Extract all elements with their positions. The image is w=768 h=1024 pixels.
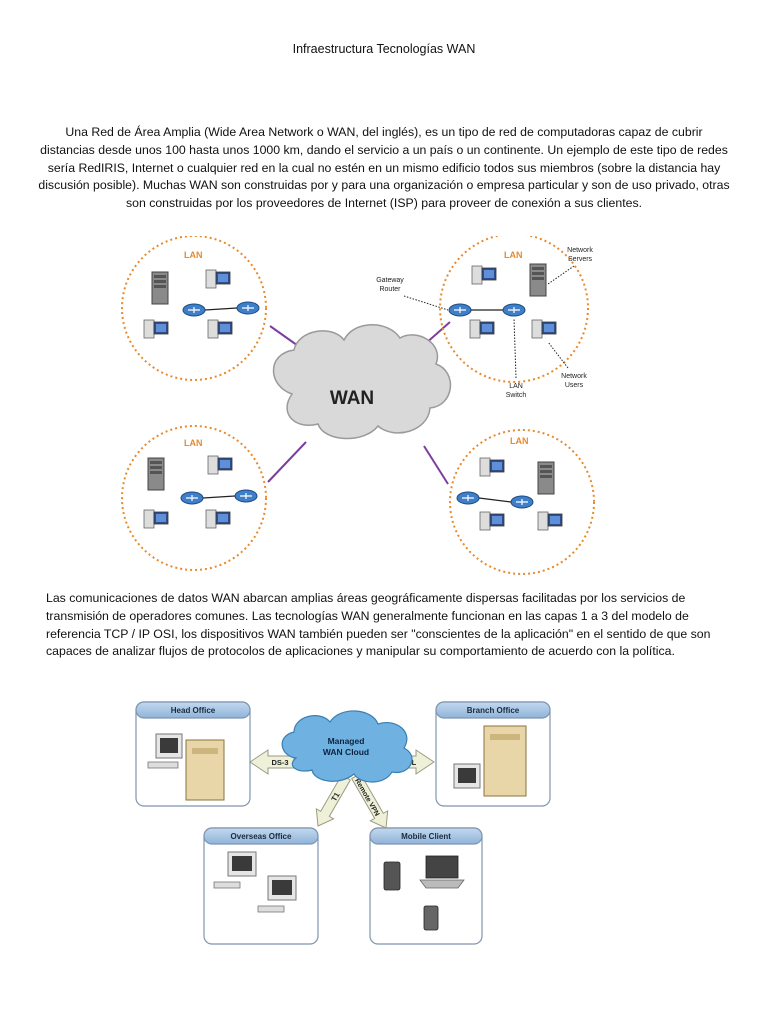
managed-wan-diagram: Head Office Branch Office Overseas Offic… — [134, 700, 552, 948]
paragraph-wan-communications: Las comunicaciones de datos WAN abarcan … — [46, 591, 711, 659]
lan-label: LAN — [184, 438, 203, 448]
lan-label: LAN — [184, 250, 203, 260]
mobile-client-box: Mobile Client — [369, 827, 483, 945]
t1-label: T1 — [329, 791, 341, 803]
head-office-label: Head Office — [171, 706, 216, 715]
overseas-office-box: Overseas Office — [203, 827, 319, 945]
wan-cloud-label: WAN — [330, 388, 374, 409]
mobile-client-label: Mobile Client — [401, 832, 451, 841]
paragraph-wan-definition: Una Red de Área Amplia (Wide Area Networ… — [38, 125, 730, 211]
document-title: Infraestructura Tecnologías WAN — [292, 42, 476, 56]
head-office-box: Head Office — [135, 701, 251, 807]
ds3-label: DS-3 — [271, 758, 288, 767]
wan-link — [267, 441, 307, 483]
branch-office-label: Branch Office — [467, 706, 520, 715]
lan-bottom-left — [121, 425, 267, 571]
lan-bottom-right — [449, 429, 595, 575]
lan-top-left — [121, 235, 267, 381]
branch-office-box: Branch Office — [435, 701, 551, 807]
overseas-office-label: Overseas Office — [231, 832, 292, 841]
lan-label: LAN — [504, 250, 523, 260]
wan-cloud: WAN — [272, 324, 452, 440]
wan-link — [423, 445, 449, 485]
lan-top-right — [439, 233, 589, 383]
lan-label: LAN — [510, 436, 529, 446]
